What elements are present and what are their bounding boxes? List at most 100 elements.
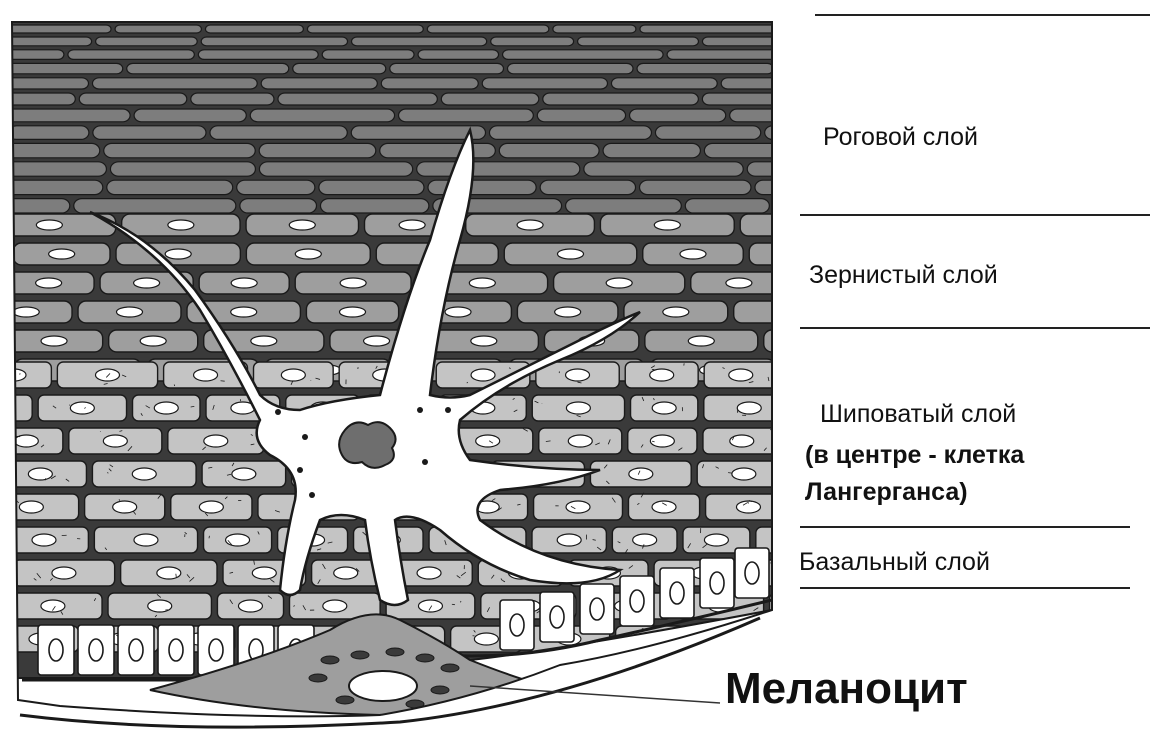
label-stratum-granulosum: Зернистый слой	[809, 261, 998, 289]
granular-cell-nucleus	[654, 220, 680, 230]
spinous-cell-nucleus	[652, 402, 676, 414]
spinous-cell-nucleus	[194, 369, 218, 381]
corneocyte	[747, 162, 900, 176]
corneocyte	[667, 50, 830, 60]
desmosome-spine	[174, 384, 175, 386]
granular-cell-nucleus	[680, 249, 706, 259]
melanocyte-nucleus	[349, 671, 417, 701]
granule	[302, 434, 308, 440]
spinous-cell-nucleus	[652, 501, 676, 513]
melanosome	[351, 651, 369, 659]
label-stratum-corneum: Роговой слой	[823, 123, 978, 151]
spinous-cell-nucleus	[802, 600, 826, 612]
label-stratum-spinosum-note-2: Лангерганса)	[805, 478, 968, 506]
desmosome-spine	[728, 473, 732, 474]
corneocyte	[418, 50, 499, 60]
spinous-cell-nucleus	[252, 567, 276, 579]
spinous-cell-nucleus	[0, 402, 7, 414]
corneocyte	[482, 78, 607, 89]
spinous-cell	[770, 593, 858, 619]
corneocyte	[584, 162, 743, 176]
granular-cell-nucleus	[399, 220, 425, 230]
basal-cell-nucleus	[590, 598, 604, 620]
corneocyte	[0, 199, 70, 213]
corneocyte	[721, 78, 811, 89]
desmosome-spine	[793, 608, 795, 612]
spinous-cell-nucleus	[103, 435, 127, 447]
basal-cell-nucleus	[710, 572, 724, 594]
granular-cell-nucleus	[340, 278, 366, 288]
corneocyte	[319, 180, 424, 194]
langerhans-nucleus	[339, 422, 395, 468]
spinous-cell-nucleus	[157, 567, 181, 579]
granular-cell-nucleus	[802, 249, 828, 259]
granular-cell-nucleus	[606, 278, 632, 288]
melanosome	[336, 696, 354, 704]
spinous-cell-nucleus	[476, 435, 500, 447]
corneocyte	[352, 37, 487, 46]
spinous-cell-nucleus	[471, 369, 495, 381]
corneocyte	[115, 25, 201, 33]
corneocyte	[491, 37, 574, 46]
corneocyte	[399, 109, 534, 122]
basal-cell-nucleus	[89, 639, 103, 661]
granule	[422, 459, 428, 465]
corneocyte	[730, 109, 847, 122]
spinous-cell-nucleus	[19, 501, 43, 513]
granular-cell-nucleus	[785, 307, 811, 317]
spinous-cell-nucleus	[417, 567, 441, 579]
corneocyte	[0, 109, 130, 122]
spinous-cell-nucleus	[418, 600, 442, 612]
corneocyte	[320, 199, 428, 213]
granular-cell-nucleus	[445, 307, 471, 317]
tissue-block	[0, 22, 938, 753]
corneocyte	[259, 143, 376, 157]
corneocyte	[250, 109, 394, 122]
corneocyte	[543, 93, 699, 105]
corneocyte	[0, 50, 64, 60]
melanosome	[431, 686, 449, 694]
corneocyte	[74, 199, 236, 213]
corneocyte	[93, 126, 206, 140]
granular-cell-nucleus	[295, 249, 321, 259]
corneocyte	[127, 63, 289, 73]
basal-cell-nucleus	[745, 562, 759, 584]
label-stratum-spinosum-note-1: (в центре - клетка	[805, 441, 1025, 469]
corneocyte	[540, 180, 635, 194]
corneocyte	[104, 143, 255, 157]
corneocyte	[96, 37, 198, 46]
basal-cell-nucleus	[630, 590, 644, 612]
desmosome-spine	[667, 642, 670, 646]
granular-cell-nucleus	[555, 307, 581, 317]
corneocyte	[566, 199, 682, 213]
corneocyte	[79, 93, 187, 105]
spinous-cell-nucleus	[650, 435, 674, 447]
corneocyte	[655, 126, 760, 140]
corneocyte	[553, 25, 636, 33]
granular-cell-nucleus	[289, 220, 315, 230]
corneocyte	[503, 50, 664, 60]
corneocyte	[441, 93, 538, 105]
corneocyte	[537, 109, 625, 122]
corneocyte	[578, 37, 699, 46]
spinous-cell-nucleus	[70, 402, 94, 414]
granular-cell	[740, 214, 842, 236]
granular-cell-nucleus	[340, 307, 366, 317]
corneocyte	[755, 180, 893, 194]
granular-cell-nucleus	[13, 307, 39, 317]
corneocyte	[68, 50, 194, 60]
corneocyte	[322, 50, 414, 60]
spinous-cell-nucleus	[650, 369, 674, 381]
corneocyte	[381, 78, 478, 89]
desmosome-spine	[5, 362, 9, 366]
corneocyte	[489, 126, 651, 140]
desmosome-spine	[838, 604, 843, 607]
granule	[275, 409, 281, 415]
spinous-cell-nucleus	[730, 435, 754, 447]
granular-cell-nucleus	[251, 336, 277, 346]
corneocyte	[0, 93, 75, 105]
granular-cell-nucleus	[140, 336, 166, 346]
corneocyte	[0, 180, 103, 194]
corneocyte	[191, 93, 274, 105]
spinous-cell-nucleus	[238, 600, 262, 612]
